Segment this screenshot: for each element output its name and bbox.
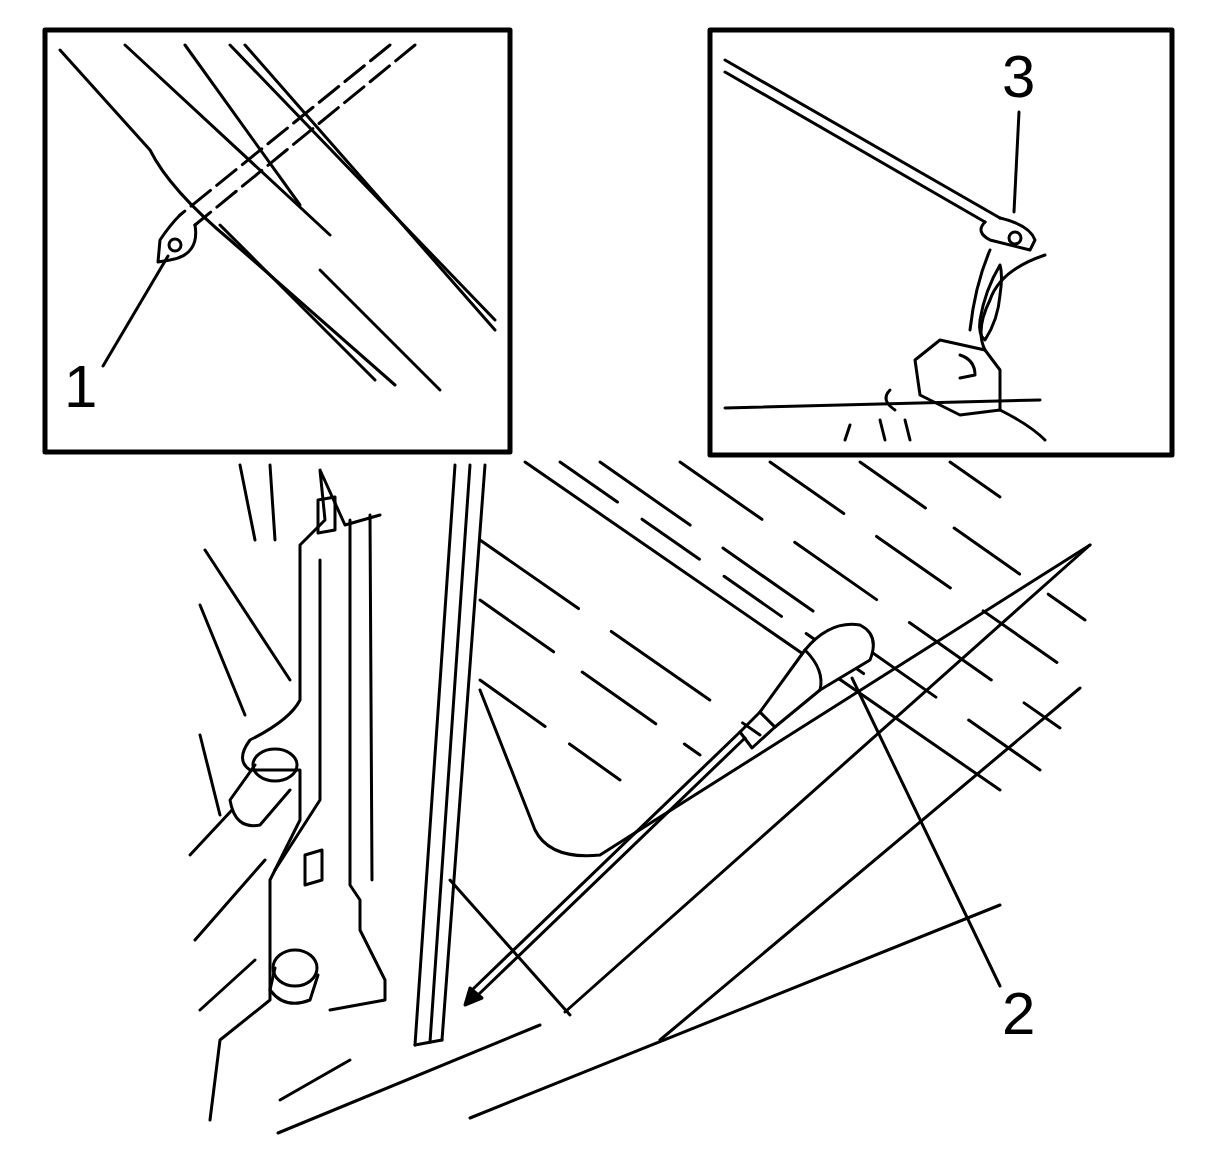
leader-line [1014,112,1019,212]
hinge-bracket [190,465,385,1120]
detail-inset [45,30,510,452]
callout-number: 2 [1002,984,1035,1044]
door-frame [278,545,1090,1133]
strap-clip-detail [725,60,1045,440]
leader-line [852,678,1000,986]
leader-line [103,256,168,366]
pillar [415,465,485,1045]
callout-number: 3 [1002,47,1035,107]
callout-number: 1 [64,357,97,417]
screwdriver [465,624,873,1005]
leader-lines [103,112,1019,986]
check-strap-detail [60,45,495,390]
detail-inset [710,30,1172,455]
